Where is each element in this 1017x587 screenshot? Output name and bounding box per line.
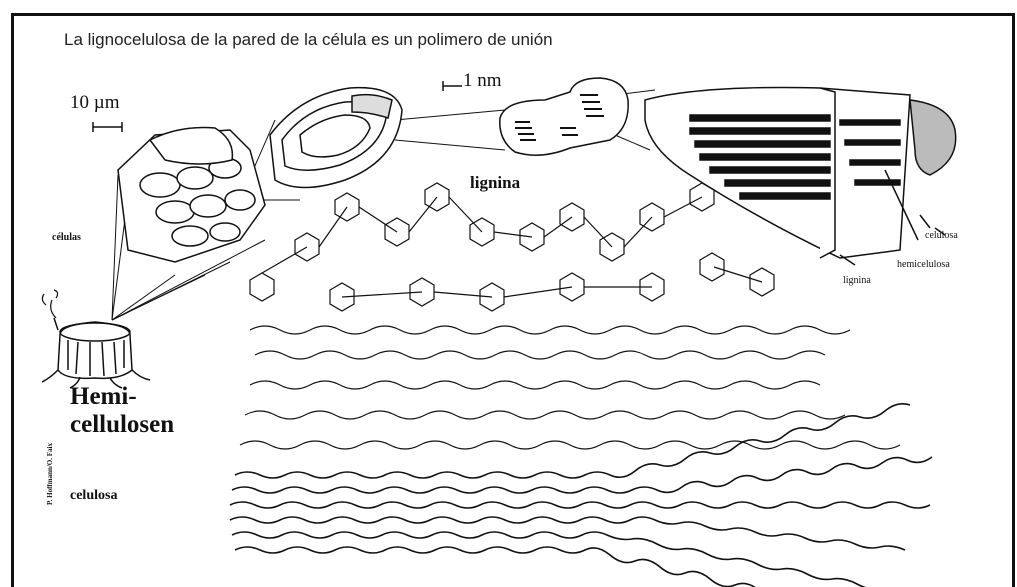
- cell-wall-layers: [270, 88, 402, 188]
- scale-bar-1nm: [443, 81, 462, 91]
- lignin-structure: [250, 183, 774, 311]
- label-hemicellulosen: Hemi- cellulosen: [70, 383, 174, 439]
- cellulose-fibrils: [230, 404, 932, 587]
- cell-cluster: [118, 128, 265, 263]
- scale-label-1nm: 1 nm: [463, 70, 502, 92]
- label-lignina: lignina: [470, 173, 520, 193]
- figure-title: La lignocelulosa de la pared de la célul…: [64, 30, 553, 50]
- microfibril-blob: [500, 78, 628, 155]
- label-hemicelulosa: hemicelulosa: [897, 259, 950, 270]
- label-hemi-line2: cellulosen: [70, 411, 174, 439]
- scale-label-10um: 10 µm: [70, 92, 119, 114]
- scale-bar-10um: [93, 122, 122, 132]
- fibril-bundle: [645, 88, 956, 266]
- polysaccharide-chains: [240, 326, 900, 449]
- label-celulas: células: [52, 232, 81, 243]
- label-lignina-small: lignina: [843, 275, 871, 286]
- label-hemi-line1: Hemi-: [70, 383, 174, 411]
- label-celulosa-right: celulosa: [925, 230, 958, 241]
- image-credit: P. Hoffmann/O. Faix: [46, 443, 54, 505]
- label-celulosa-left: celulosa: [70, 488, 117, 504]
